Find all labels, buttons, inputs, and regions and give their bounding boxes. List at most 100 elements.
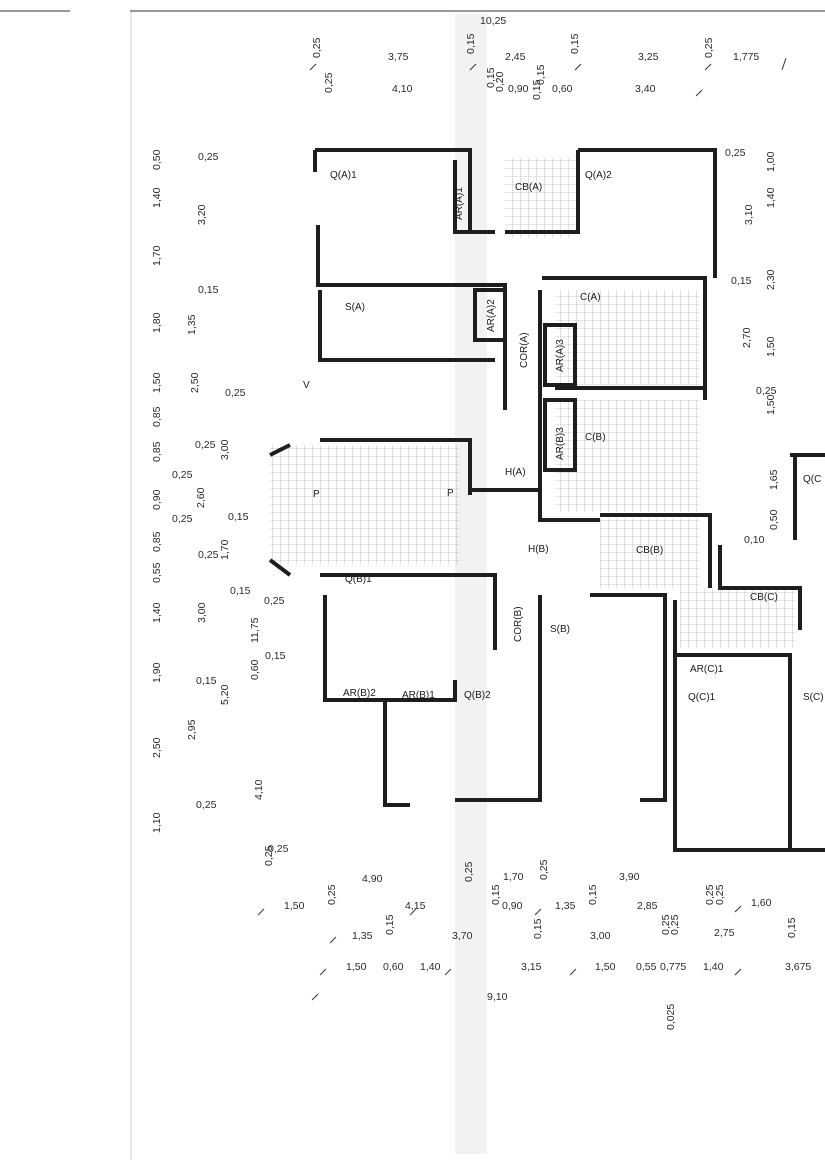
room-label: Q(A)1 [330, 170, 357, 181]
dimension-label: 1,50 [765, 394, 777, 415]
room-label: Q(B)1 [345, 574, 372, 585]
dimension-label: 1,60 [751, 897, 772, 909]
dimension-label: 1,90 [151, 662, 163, 683]
dimension-label: 0,85 [151, 441, 163, 462]
dimension-label: 0,60 [383, 961, 404, 973]
dimension-label: 1,70 [151, 245, 163, 266]
room-label: S(C) [803, 692, 824, 703]
dimension-label: 0,15 [198, 284, 219, 296]
left-dimensions-col2: 0,25 3,20 0,15 1,35 2,50 0,25 0,25 3,00 … [172, 151, 289, 855]
dimension-label: 1,35 [352, 930, 373, 942]
dimension-label: 0,25 [195, 439, 216, 451]
dimension-label: 0,90 [151, 489, 163, 510]
dimension-label: 0,15 [569, 33, 581, 54]
dimension-label: 2,50 [189, 372, 201, 393]
dimension-label: 0,50 [151, 149, 163, 170]
dimension-label: 0,25 [703, 37, 715, 58]
top-dimensions: 10,25 0,25 3,75 0,15 2,45 0,15 3,25 0,25… [311, 15, 759, 100]
dimension-label: 3,75 [388, 51, 409, 63]
dimension-label: 0,55 [151, 562, 163, 583]
dimension-label: 0,25 [225, 387, 246, 399]
dimension-label: 0,25 [326, 884, 338, 905]
dimension-label: 0,60 [249, 659, 261, 680]
dimension-label: 0,15 [228, 511, 249, 523]
room-label: Q(C [803, 474, 821, 485]
dimension-label: 0,25 [268, 843, 289, 855]
dimension-label: 2,75 [714, 927, 735, 939]
dimension-label: 1,50 [151, 372, 163, 393]
room-label: H(B) [528, 544, 549, 555]
drawing-mark: P [313, 489, 320, 500]
room-label: H(A) [505, 467, 526, 478]
room-label: Q(B)2 [464, 690, 491, 701]
dimension-label: 1,70 [219, 539, 231, 560]
dimension-label: 0,25 [196, 799, 217, 811]
room-label: AR(A)1 [454, 187, 465, 220]
dimension-label: 0,25 [669, 914, 681, 935]
dimension-label: 0,15 [485, 67, 497, 88]
dimension-label: 1,775 [733, 51, 759, 63]
dimension-label: 0,25 [714, 884, 726, 905]
room-label: AR(B)3 [555, 427, 566, 460]
room-label: CB(B) [636, 545, 663, 556]
dimension-label: 0,15 [196, 675, 217, 687]
dimension-label: 2,50 [151, 737, 163, 758]
dimension-label: 10,25 [480, 15, 506, 27]
dimension-label: 3,00 [219, 439, 231, 460]
room-label: S(A) [345, 302, 365, 313]
room-label: Q(A)2 [585, 170, 612, 181]
dimension-label: 0,25 [538, 859, 550, 880]
walls [268, 148, 825, 852]
dimension-label: 0,15 [265, 650, 286, 662]
room-label: COR(B) [513, 606, 524, 642]
dimension-label: 1,40 [151, 602, 163, 623]
dimension-label: 9,10 [487, 991, 508, 1003]
dimension-label: 0,90 [508, 83, 529, 95]
dimension-label: 2,85 [637, 900, 658, 912]
dimension-label: 1,00 [765, 151, 777, 172]
dimension-label: 0,15 [384, 914, 396, 935]
dimension-label: 0,25 [660, 914, 672, 935]
dimension-label: 0,25 [172, 469, 193, 481]
dimension-label: 0,15 [532, 918, 544, 939]
dimension-ticks [257, 57, 787, 1001]
dimension-label: 0,50 [768, 509, 780, 530]
dimension-label: 0,25 [311, 37, 323, 58]
dimension-label: 0,25 [463, 861, 475, 882]
dimension-label: 3,70 [452, 930, 473, 942]
dimension-label: 1,65 [768, 469, 780, 490]
dimension-label: 1,10 [151, 812, 163, 833]
dimension-label: 0,25 [756, 385, 777, 397]
drawing-mark: P [447, 488, 454, 499]
dimension-label: 0,15 [531, 79, 543, 100]
dimension-label: 3,40 [635, 83, 656, 95]
dimension-label: 4,10 [253, 779, 265, 800]
dimension-label: 2,70 [741, 327, 753, 348]
dimension-label: 0,60 [552, 83, 573, 95]
dimension-label: 0,10 [744, 534, 765, 546]
dimension-label: 1,40 [765, 187, 777, 208]
room-label: CB(C) [750, 592, 778, 603]
dimension-label: 0,85 [151, 406, 163, 427]
dimension-label: 5,20 [219, 684, 231, 705]
left-dimensions-col1: 0,50 1,40 1,70 1,80 1,50 0,85 0,85 0,90 … [151, 149, 163, 833]
room-label: AR(C)1 [690, 664, 724, 675]
room-label: S(B) [550, 624, 570, 635]
dimension-label: 2,30 [765, 269, 777, 290]
dimension-label: 1,40 [420, 961, 441, 973]
dimension-label: 0,90 [502, 900, 523, 912]
right-dimensions: 0,25 1,00 1,40 3,10 2,30 0,15 2,70 1,50 … [725, 147, 780, 546]
dimension-label: 1,50 [595, 961, 616, 973]
room-label: AR(B)1 [402, 690, 435, 701]
dimension-label: 3,20 [196, 204, 208, 225]
dimension-label: 1,70 [503, 871, 524, 883]
dimension-label: 3,25 [638, 51, 659, 63]
dimension-label: 0,25 [704, 884, 716, 905]
room-label: C(B) [585, 432, 606, 443]
dimension-label: 0,15 [786, 917, 798, 938]
dimension-label: 1,50 [346, 961, 367, 973]
dimension-label: 11,75 [249, 617, 261, 643]
dimension-label: 3,15 [521, 961, 542, 973]
dimension-label: 0,25 [323, 72, 335, 93]
